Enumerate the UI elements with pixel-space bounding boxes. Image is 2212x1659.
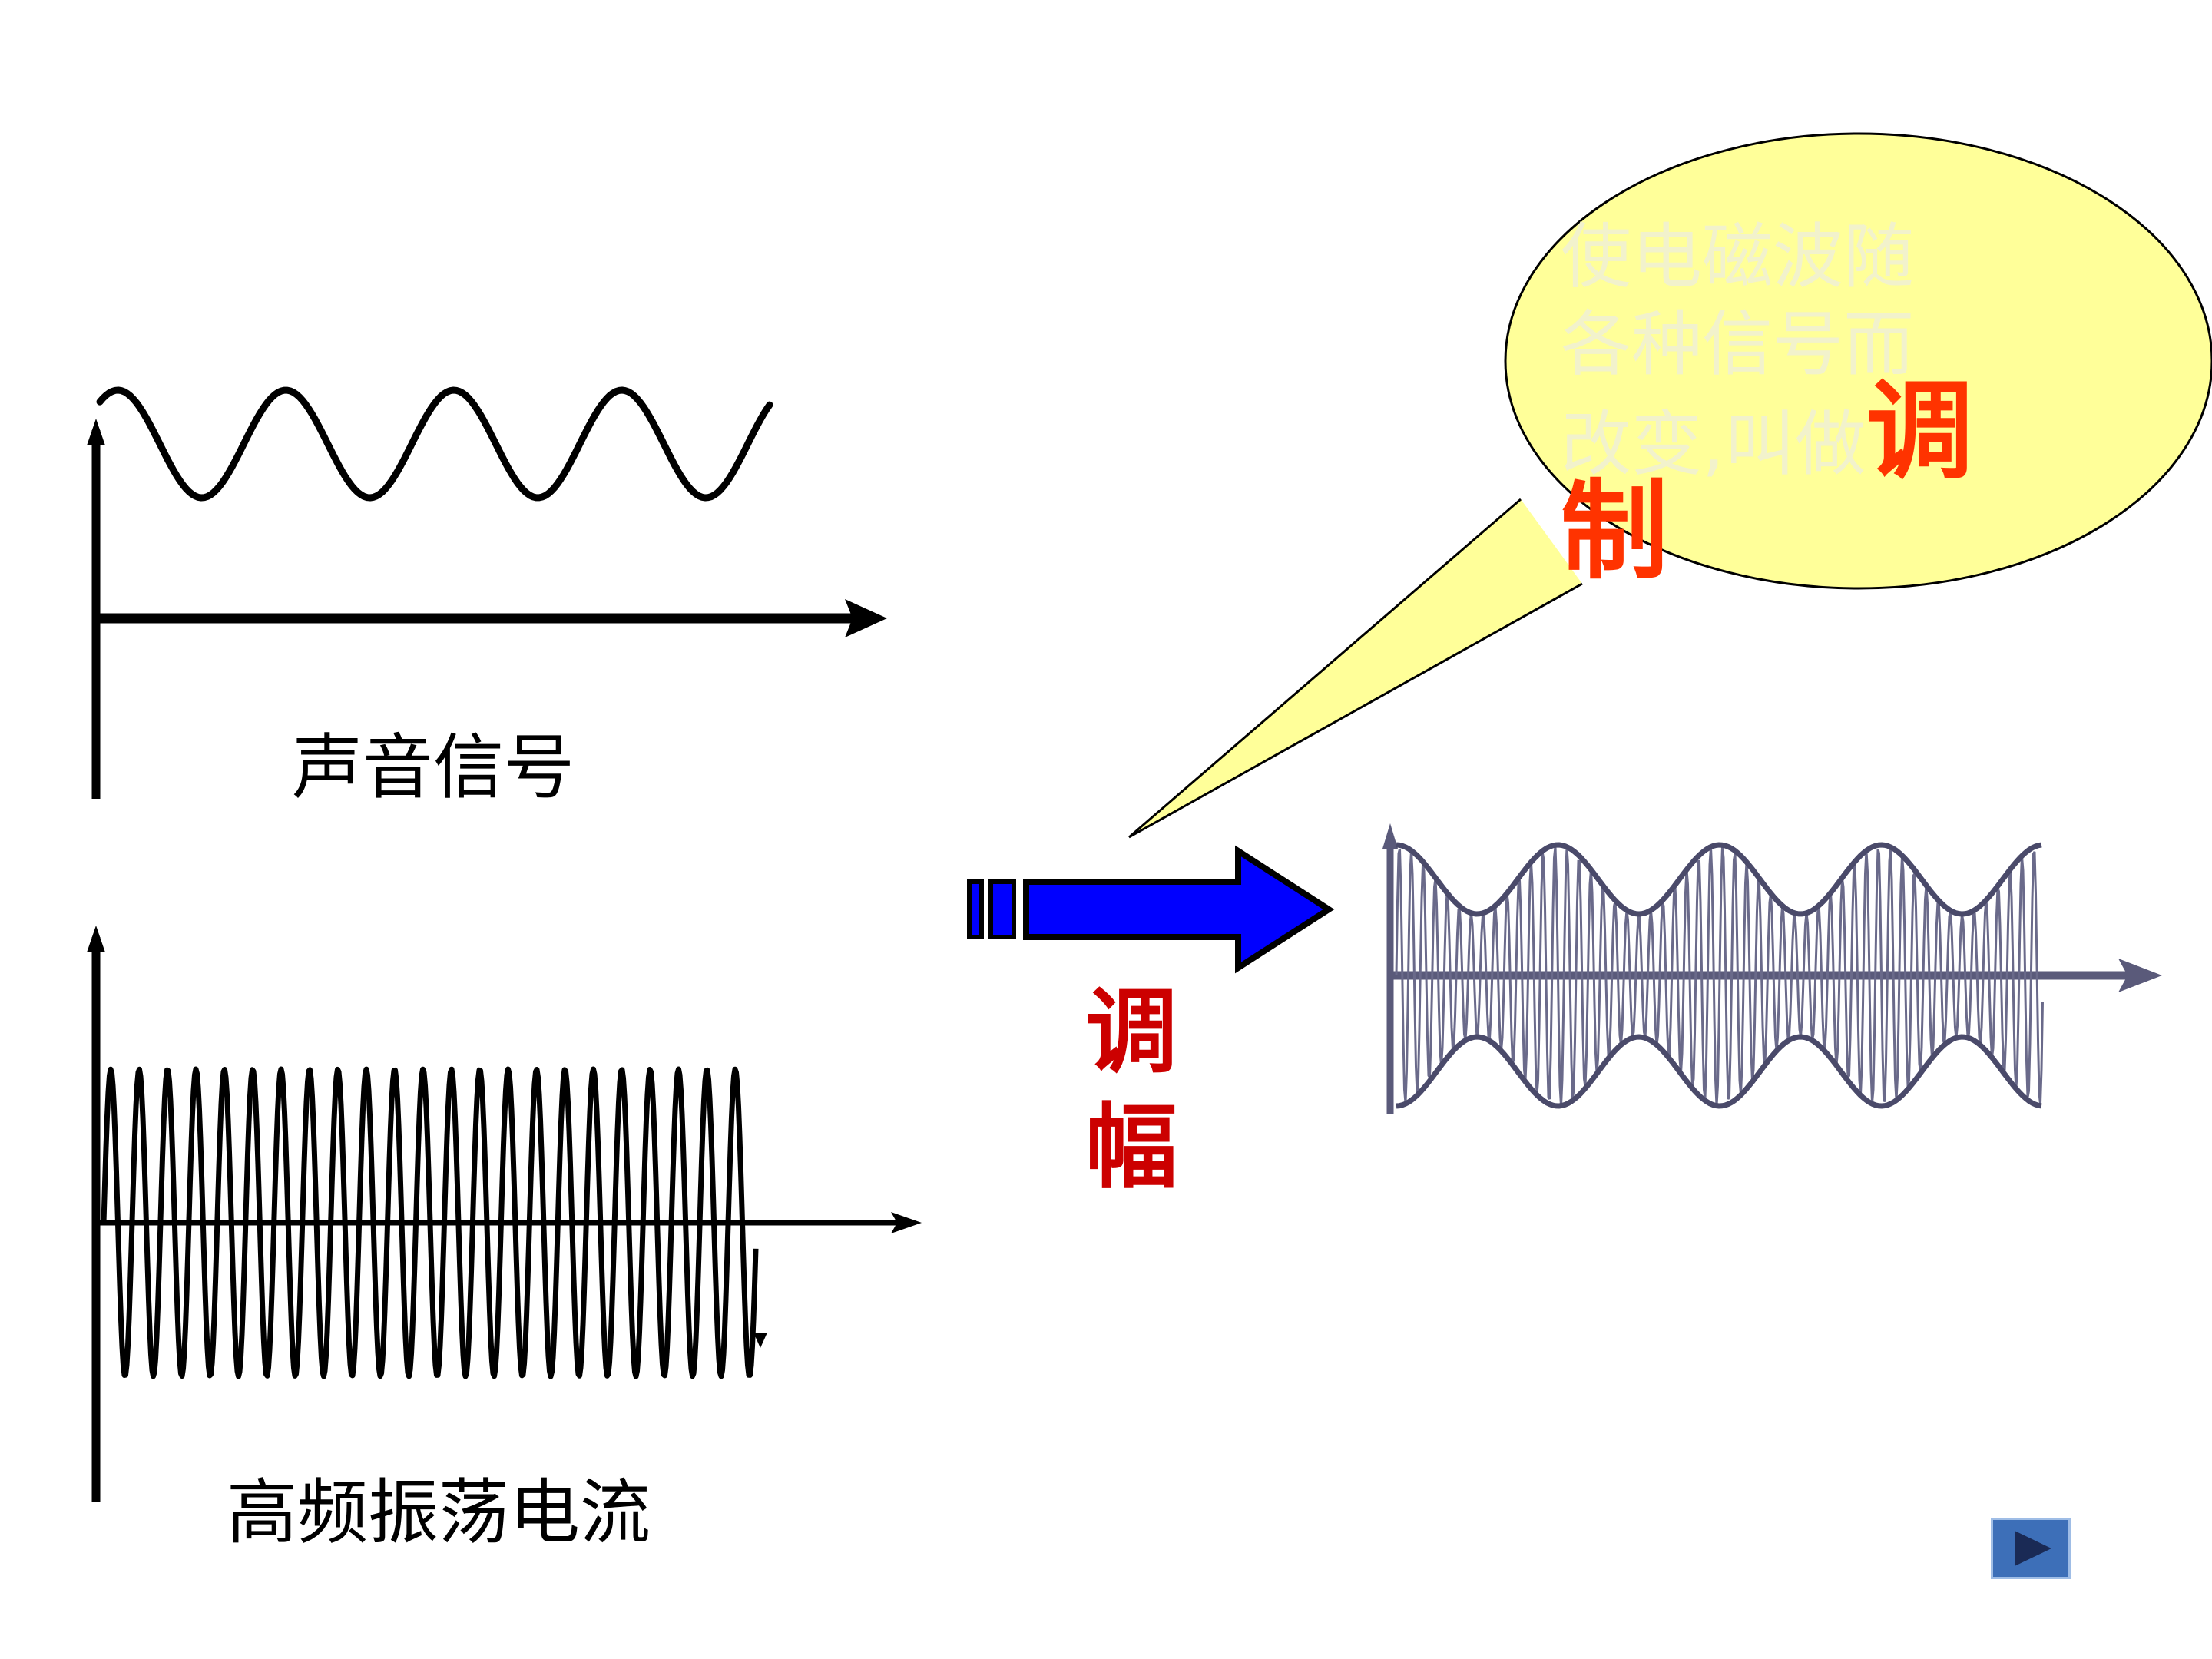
- y-axis-arrowhead: [87, 926, 105, 952]
- x-axis-arrowhead: [891, 1212, 922, 1233]
- sound-signal-graph: [87, 386, 887, 799]
- y-axis-arrowhead: [1382, 823, 1398, 849]
- speech-bubble: [1128, 132, 2212, 839]
- carrier-graph: [87, 926, 922, 1502]
- bubble-text: 使电磁波随 各种信号而 改变,叫做调 制: [1561, 214, 1998, 594]
- carrier-end-arrowhead: [753, 1333, 767, 1348]
- carrier-label: 高频振荡电流: [227, 1472, 651, 1554]
- bubble-term-part2: 制: [1561, 469, 1669, 594]
- sound-signal-label: 声音信号: [292, 727, 575, 809]
- am-label-line2: 幅: [1085, 1094, 1177, 1201]
- play-icon: [2015, 1531, 2051, 1566]
- next-slide-button[interactable]: [1991, 1518, 2071, 1579]
- am-envelope-bottom: [1396, 1034, 2042, 1109]
- x-axis-arrowhead: [845, 599, 887, 637]
- bubble-term-part1: 调: [1866, 369, 1974, 495]
- carrier-waveform: [101, 1066, 759, 1379]
- x-axis-arrowhead: [2118, 959, 2162, 992]
- am-envelope-top: [1396, 842, 2042, 917]
- am-wave-graph: [1382, 823, 2162, 1114]
- bubble-line3: 改变,叫做调: [1561, 379, 1998, 488]
- bubble-line1: 使电磁波随: [1561, 216, 1915, 298]
- modulation-arrow: [967, 845, 1335, 974]
- am-label: 调 幅: [1081, 975, 1181, 1206]
- y-axis-arrowhead: [87, 419, 105, 445]
- bubble-line3-plain: 改变,叫做: [1561, 403, 1866, 485]
- am-carrier-lines: [1395, 846, 2044, 1106]
- sound-waveform: [96, 386, 773, 502]
- am-label-line1: 调: [1085, 979, 1177, 1086]
- bubble-line2: 各种信号而: [1561, 303, 1915, 386]
